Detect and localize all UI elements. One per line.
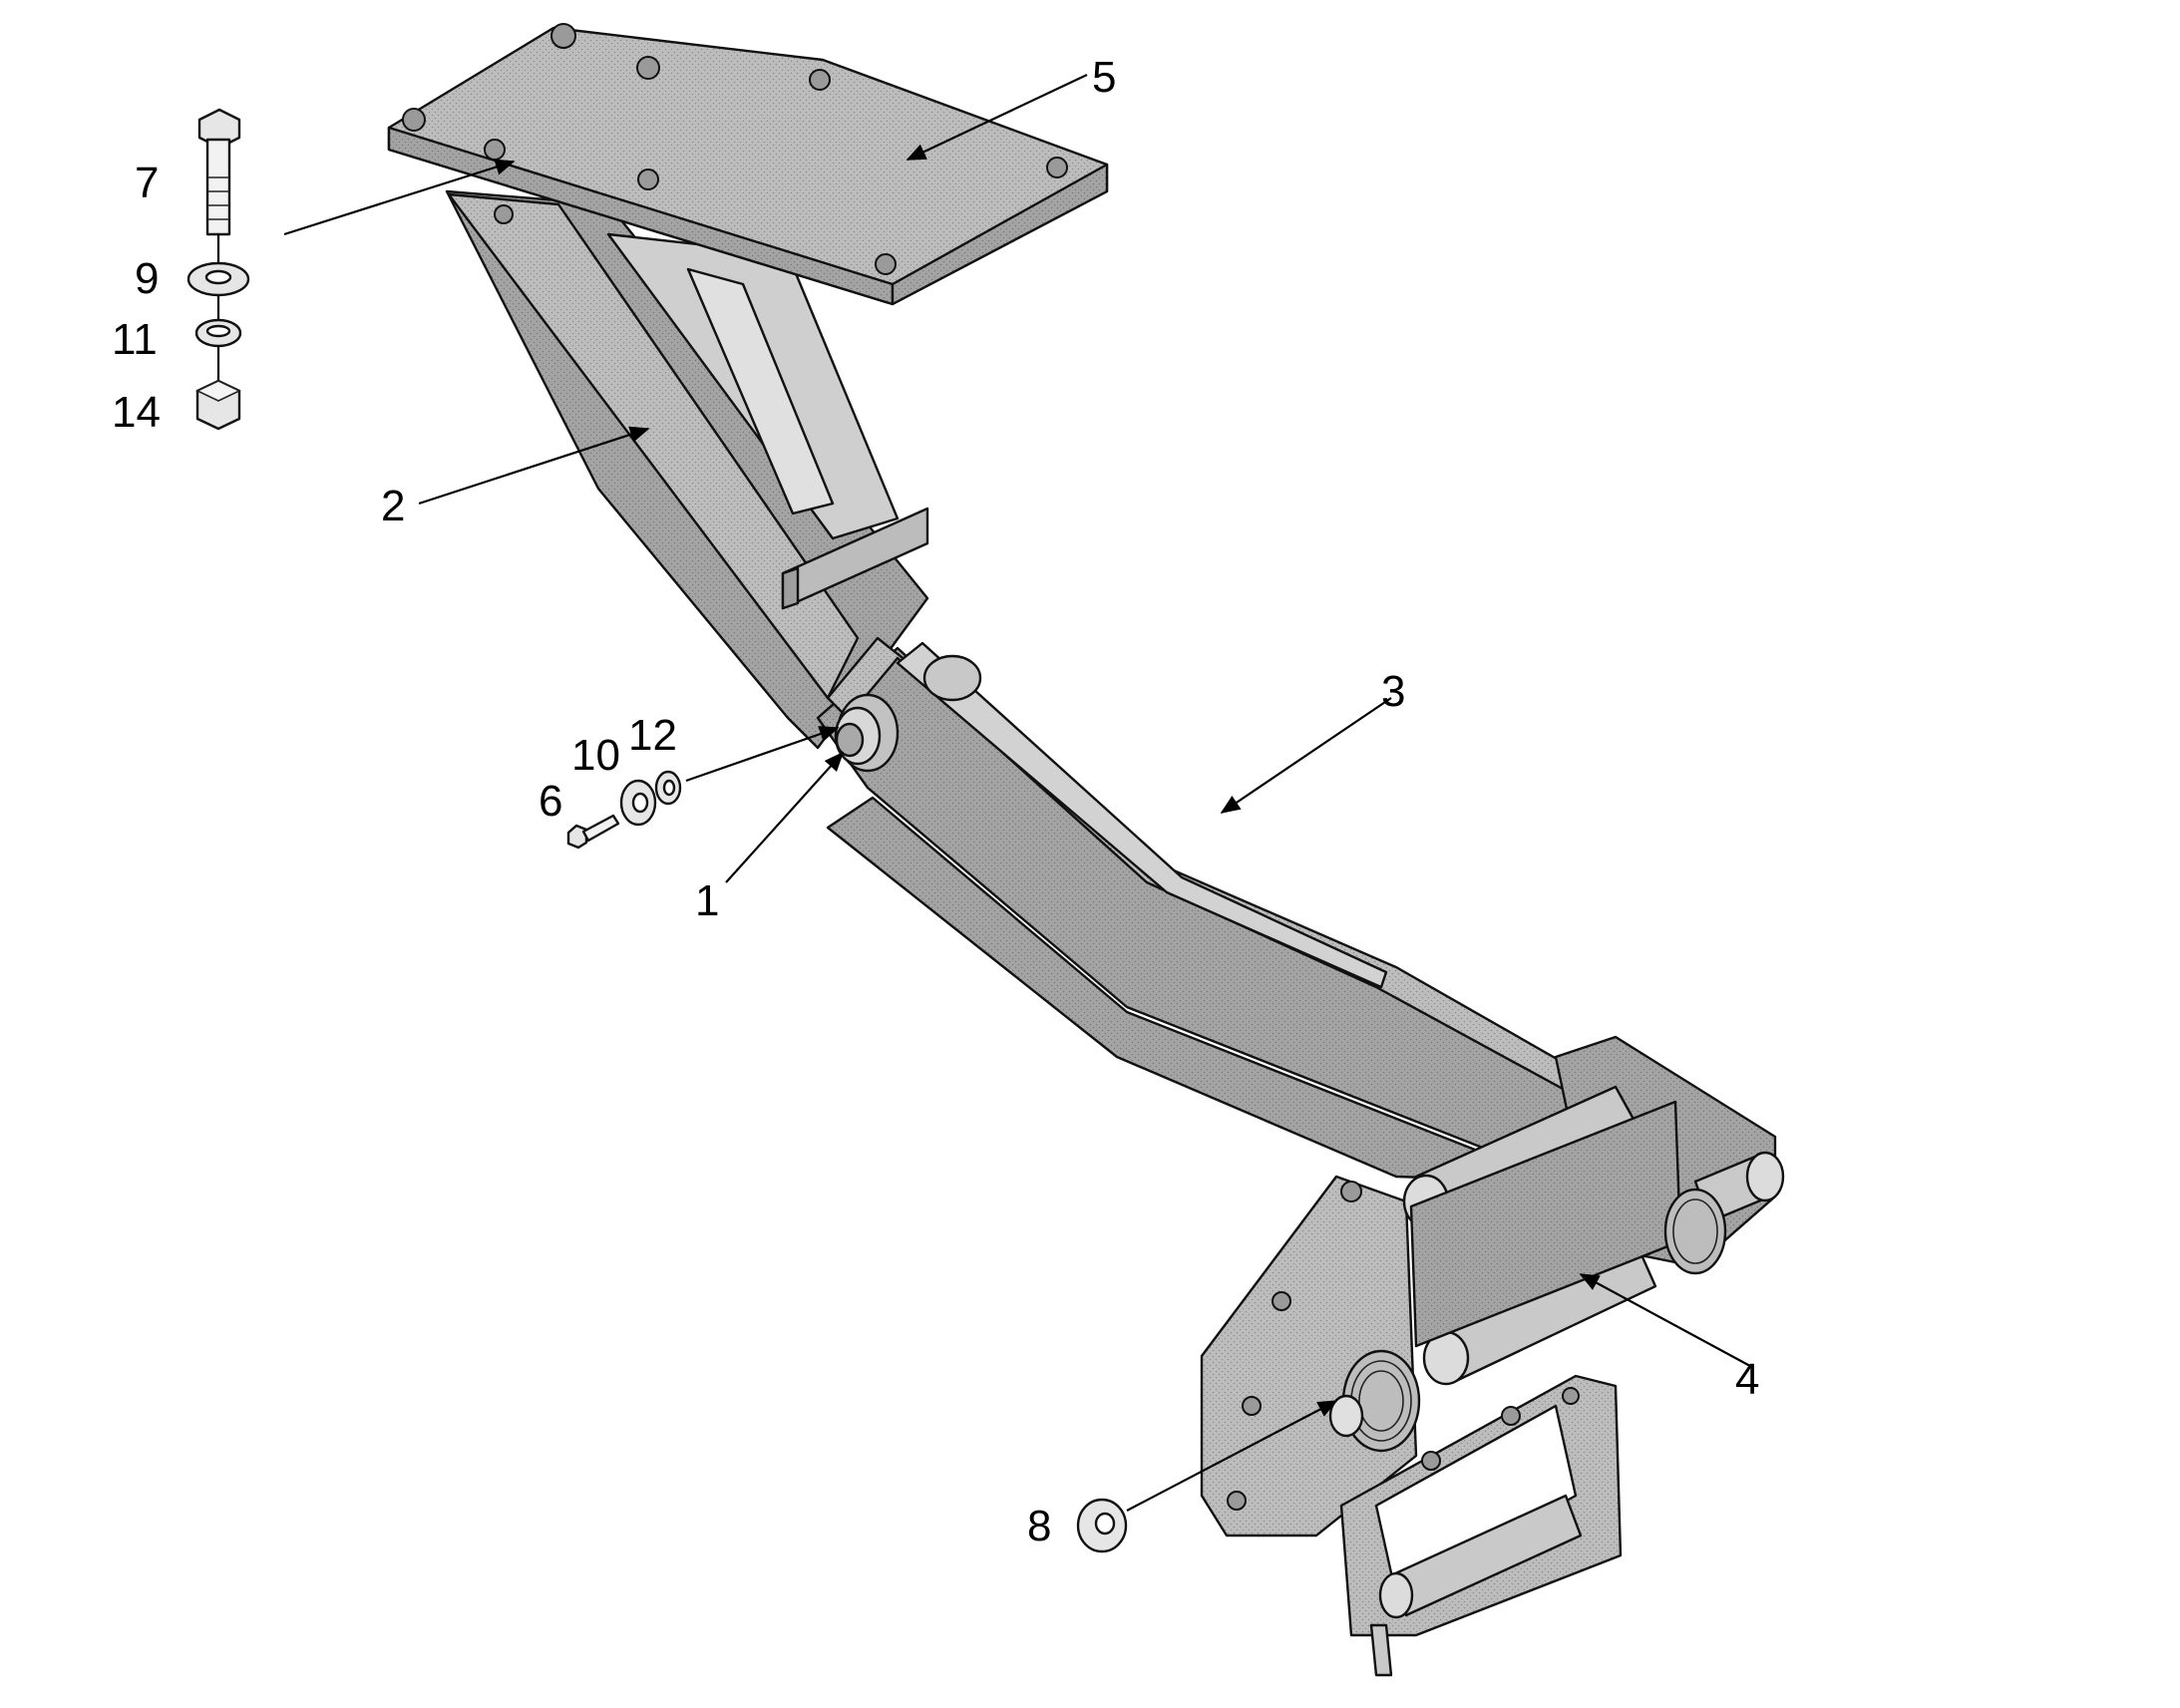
part-5-mounting-plate <box>387 23 1109 306</box>
leader-8 <box>1126 1400 1338 1512</box>
callout-2: 2 <box>381 482 405 530</box>
part-8-washer <box>1076 1498 1128 1553</box>
callout-4: 4 <box>1735 1355 1759 1404</box>
part-6-small-bolt <box>566 814 620 850</box>
leader-4 <box>1579 1273 1751 1367</box>
bracket-bolt-heads <box>1227 1181 1580 1511</box>
callout-10: 10 <box>571 731 620 780</box>
callout-1: 1 <box>695 876 719 925</box>
callout-8: 8 <box>1027 1502 1051 1550</box>
part-14-hex-nut <box>195 379 241 431</box>
callout-12: 12 <box>628 711 677 760</box>
part-11-lock-washer <box>194 318 242 348</box>
callout-11: 11 <box>112 315 158 364</box>
callout-5: 5 <box>1092 53 1116 102</box>
callout-labels: 5 7 9 11 14 2 3 12 10 6 1 4 8 <box>112 53 1759 1550</box>
callout-3: 3 <box>1381 667 1405 716</box>
plate-bolt-heads <box>402 23 1068 275</box>
part-12-lock-washer <box>654 770 682 806</box>
callout-14: 14 <box>112 388 161 437</box>
leader-2 <box>418 426 650 506</box>
hardware-stack-top-left <box>186 108 250 431</box>
leader-7 <box>283 159 516 236</box>
bracket-spring <box>1328 1188 1727 1453</box>
callout-9: 9 <box>135 254 159 303</box>
leader-12 <box>685 726 840 783</box>
leader-1 <box>725 751 845 883</box>
part-7-hex-bolt <box>197 108 241 236</box>
callout-6: 6 <box>539 777 562 826</box>
hardware-pivot-side <box>566 770 682 850</box>
leader-5 <box>906 74 1088 161</box>
part-3-lower-arm <box>781 507 1608 1184</box>
part-4-roller-bracket <box>1200 1035 1785 1677</box>
leader-lines <box>283 74 1751 1512</box>
part-9-flat-washer <box>186 261 250 297</box>
part-10-washer <box>619 779 657 827</box>
leader-3 <box>1220 697 1392 814</box>
callout-7: 7 <box>135 159 159 207</box>
part-1-pivot-pin <box>834 693 900 773</box>
